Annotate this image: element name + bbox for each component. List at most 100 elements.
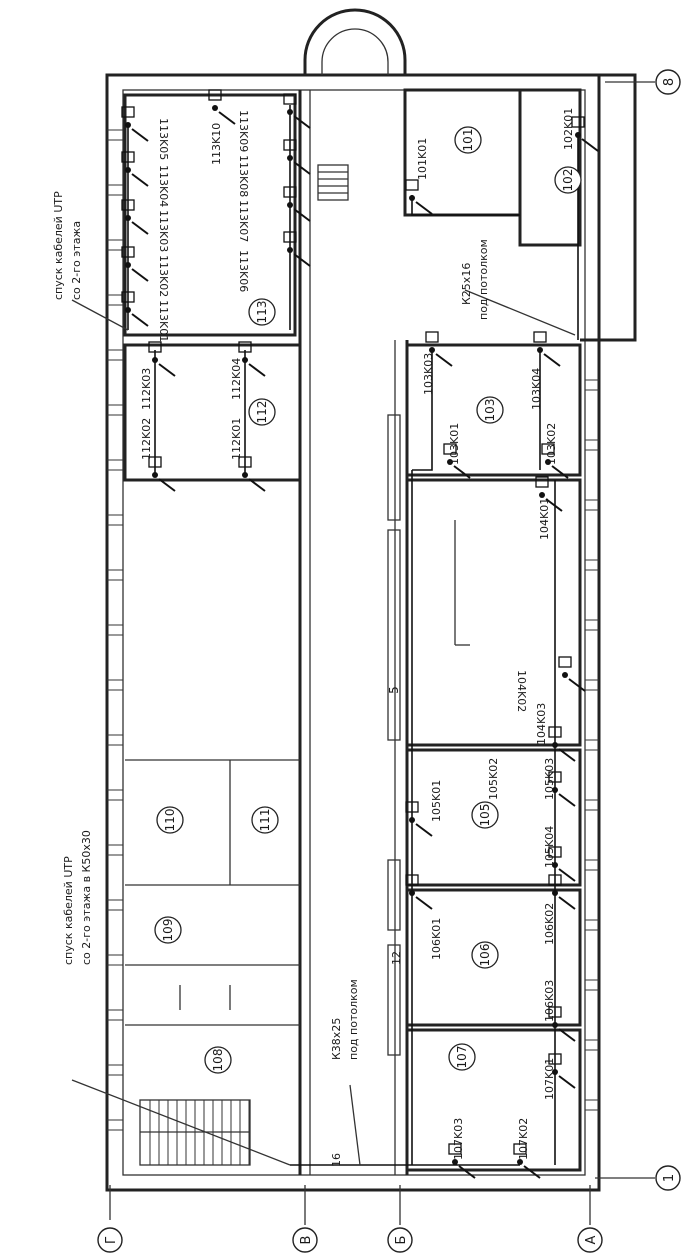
outlet-arrow <box>551 465 569 479</box>
room-107-outline <box>405 1028 582 1172</box>
outlet-symbol <box>121 199 135 211</box>
outlet-dot <box>517 1159 523 1165</box>
outlet-arrow <box>131 313 149 327</box>
building-outline <box>105 73 601 1192</box>
outlet-arrow <box>558 1075 576 1089</box>
outlet-symbol <box>535 476 549 488</box>
outlet-label: 113K05 <box>157 118 170 160</box>
outlet-arrow <box>545 498 563 512</box>
outlet-arrow <box>558 1028 576 1042</box>
room-number: 107 <box>455 1046 469 1069</box>
outlet-label: 107K02 <box>517 1118 530 1160</box>
room-number-circle <box>248 398 276 426</box>
outlet-arrow <box>558 896 576 910</box>
outlet-dot <box>552 1022 558 1028</box>
room-number: 106 <box>478 944 492 967</box>
room-number: 109 <box>161 919 175 942</box>
outlet-arrow <box>131 173 149 187</box>
outlet-symbol <box>121 151 135 163</box>
outlet-label: 103K01 <box>448 423 461 465</box>
room-102-outline <box>518 88 582 247</box>
outlet-symbol <box>548 1006 562 1018</box>
note-utp-bottom-1: спуск кабелей UTP <box>62 856 75 965</box>
corridor-panel <box>387 414 401 521</box>
corridor-panel <box>387 529 401 741</box>
outlet-label: 105K01 <box>430 780 443 822</box>
outlet-label: 104K01 <box>538 498 551 540</box>
staircase <box>139 1099 251 1166</box>
outlet-label: 104K02 <box>515 670 528 712</box>
partitions <box>123 88 582 1172</box>
outlet-arrow <box>293 208 311 222</box>
k25-leader <box>464 289 576 336</box>
outlet-symbol <box>571 116 585 128</box>
outlet-arrow <box>415 896 433 910</box>
axis-bubble-v <box>292 1227 318 1253</box>
outlet-symbol <box>121 106 135 118</box>
axis-bubble-1 <box>655 1165 681 1191</box>
outlet-symbol <box>148 341 162 353</box>
outlet-markers <box>121 89 599 1179</box>
room-number-circle <box>448 1043 476 1071</box>
axis-lines: Г В Б А 1 8 <box>97 69 681 1253</box>
outlet-symbol <box>548 771 562 783</box>
outlet-dot <box>242 357 248 363</box>
axis-label-8: 8 <box>662 78 677 86</box>
room-number: 108 <box>211 1049 225 1072</box>
outer-walls <box>105 8 637 1192</box>
outlet-symbol <box>238 456 252 468</box>
outlet-label: 105K02 <box>487 758 500 800</box>
axis-label-g: Г <box>104 1236 119 1244</box>
note-k38-1: К38х25 <box>330 1018 343 1060</box>
outlet-label: 101K01 <box>416 138 429 180</box>
outlet-label: 106K01 <box>430 918 443 960</box>
outlet-arrow <box>558 793 576 807</box>
corridor-panel <box>387 859 401 931</box>
outlet-dot <box>552 787 558 793</box>
axis-label-b: Б <box>394 1236 409 1245</box>
outlet-dot <box>152 472 158 478</box>
room-104-outline <box>405 478 582 747</box>
outlet-symbol <box>121 246 135 258</box>
outlet-dot <box>125 307 131 313</box>
outlet-symbol <box>238 341 252 353</box>
axis-bubble-8 <box>655 69 681 95</box>
corridor-number: 5 <box>387 686 401 694</box>
outlet-dot <box>125 215 131 221</box>
utp-bottom-leader <box>71 1079 291 1166</box>
outlet-label: 113K01 <box>157 300 170 342</box>
small-stairs <box>317 164 349 201</box>
axis-label-a: А <box>584 1235 599 1244</box>
outlet-symbol <box>548 846 562 858</box>
axis-label-1: 1 <box>662 1174 677 1182</box>
room-number: 102 <box>561 169 575 192</box>
room-number: 101 <box>461 129 475 152</box>
room-number-circle <box>476 396 504 424</box>
cable-runs <box>71 105 579 1166</box>
outlet-arrow <box>558 748 576 762</box>
outlet-arrow <box>415 823 433 837</box>
cable-101 <box>411 195 520 216</box>
outlet-arrow <box>158 363 176 377</box>
small-stair-outline <box>317 164 349 201</box>
outlet-arrow <box>523 1165 541 1179</box>
room-number-circle <box>471 801 499 829</box>
outlet-dot <box>242 472 248 478</box>
outlet-dot <box>537 347 543 353</box>
note-k25-2: под потолком <box>477 239 490 320</box>
outlet-symbol <box>541 443 555 455</box>
note-utp-bottom-2: со 2-го этажа в К50х30 <box>80 830 93 965</box>
outlet-label: 104K03 <box>535 703 548 745</box>
building-inner-outline <box>122 89 586 1176</box>
outlet-symbol <box>121 291 135 303</box>
room-number-circle <box>248 298 276 326</box>
outlet-dot <box>409 195 415 201</box>
outlet-label: 103K03 <box>422 353 435 395</box>
outlet-dot <box>212 105 218 111</box>
outlet-symbol <box>533 331 547 343</box>
outlet-dot <box>287 202 293 208</box>
outlet-label: 112K02 <box>140 418 153 460</box>
axis-bubble-b <box>387 1227 413 1253</box>
outlet-dot <box>552 862 558 868</box>
outlet-label: 113K04 <box>157 165 170 207</box>
